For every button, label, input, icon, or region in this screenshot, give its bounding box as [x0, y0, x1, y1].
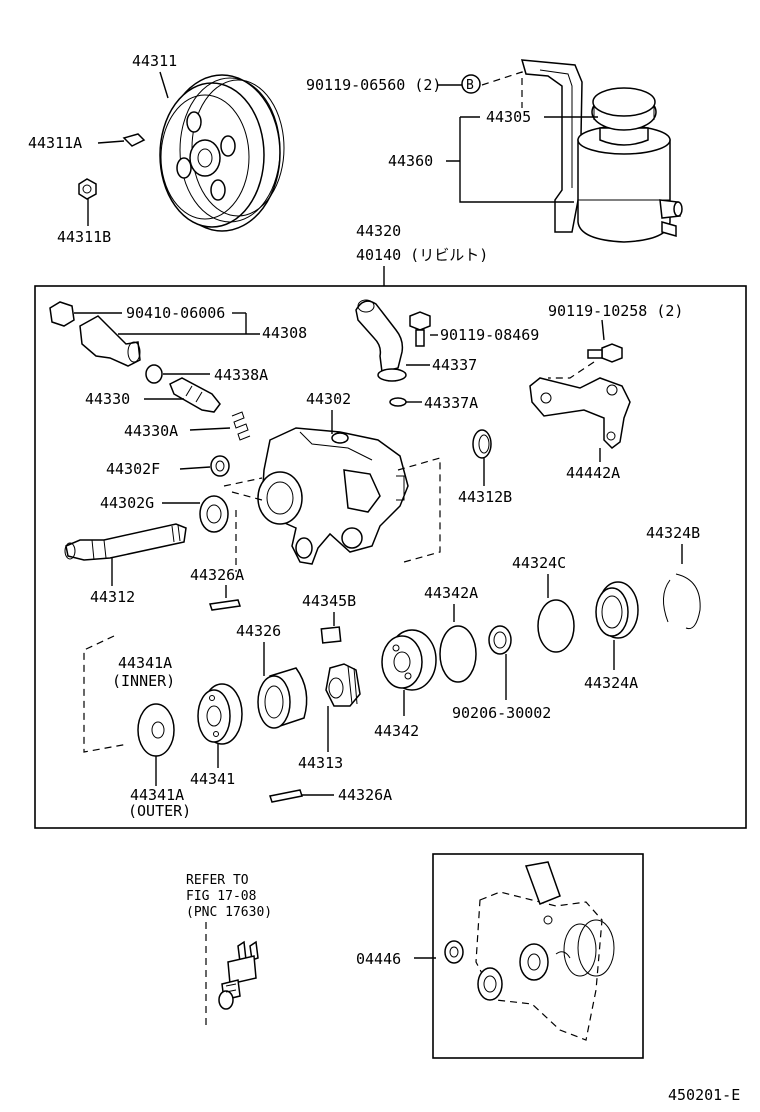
plate-44324a	[595, 581, 639, 639]
side-plate-44342	[381, 629, 437, 691]
label-90119-08469: 90119-08469	[440, 326, 539, 344]
o-ring-44324c	[537, 599, 575, 653]
bearing-44302g	[199, 495, 229, 533]
reservoir-44360	[577, 87, 683, 243]
gasket-kit-04446	[444, 861, 615, 1041]
bolt-90119-10258	[587, 343, 623, 363]
snap-ring-44324b	[663, 573, 701, 630]
label-44313: 44313	[298, 754, 343, 772]
refer-line-3: (PNC 17630)	[186, 905, 272, 920]
pressure-sensor	[218, 940, 259, 1010]
label-44342a: 44342A	[424, 584, 478, 602]
gasket-44341a	[137, 703, 175, 757]
vane-44345b	[320, 626, 342, 644]
label-44337a: 44337A	[424, 394, 478, 412]
label-44345b: 44345B	[302, 592, 356, 610]
reservoir-bracket	[520, 59, 583, 233]
nut-44311b	[78, 178, 97, 200]
o-ring-44337a	[389, 397, 407, 407]
label-44302g: 44302G	[100, 494, 154, 512]
label-44311: 44311	[132, 52, 177, 70]
label-44341a-inner: 44341A	[118, 654, 172, 672]
spring-44330a	[231, 411, 251, 441]
assembly-box-44320	[34, 285, 747, 829]
refer-line-1: REFER TO	[186, 873, 249, 888]
label-44341: 44341	[190, 770, 235, 788]
label-90119-06560: 90119-06560 (2)	[306, 76, 441, 94]
label-44341a-outer: 44341A	[130, 786, 184, 804]
key-44311a	[122, 133, 146, 147]
flow-valve-44330	[169, 377, 221, 413]
shaft-44312	[64, 523, 187, 561]
union-bolt-44308	[49, 301, 141, 367]
label-44337: 44337	[432, 356, 477, 374]
label-44342: 44342	[374, 722, 419, 740]
label-44442a: 44442A	[566, 464, 620, 482]
label-44320: 44320	[356, 222, 401, 240]
label-44324a: 44324A	[584, 674, 638, 692]
pin-44326a-top	[209, 599, 241, 611]
cam-ring-44326	[257, 667, 308, 729]
pin-44326a-bottom	[269, 789, 303, 803]
rear-plate-44341	[197, 683, 243, 745]
label-44311b: 44311B	[57, 228, 111, 246]
gasket-kit-box	[432, 853, 644, 1059]
label-90410-06006: 90410-06006	[126, 304, 225, 322]
ref-b-circle	[461, 74, 481, 94]
label-44302: 44302	[306, 390, 351, 408]
label-44308: 44308	[262, 324, 307, 342]
label-44326: 44326	[236, 622, 281, 640]
o-ring-44338a	[145, 364, 163, 384]
diagram-code: 450201-E	[668, 1086, 740, 1104]
ref-b-letter: B	[466, 78, 474, 93]
label-44330a: 44330A	[124, 422, 178, 440]
seal-44312b	[472, 429, 492, 459]
label-44311a: 44311A	[28, 134, 82, 152]
label-04446: 04446	[356, 950, 401, 968]
refer-line-2: FIG 17-08	[186, 889, 256, 904]
label-inner-note: (INNER)	[112, 672, 175, 690]
label-44324b: 44324B	[646, 524, 700, 542]
label-44324c: 44324C	[512, 554, 566, 572]
label-44326a-top: 44326A	[190, 566, 244, 584]
label-44360: 44360	[388, 152, 433, 170]
label-44312b: 44312B	[458, 488, 512, 506]
pulley-44311	[159, 74, 285, 232]
label-44326a-bottom: 44326A	[338, 786, 392, 804]
bracket-44442a	[529, 377, 631, 449]
label-44312: 44312	[90, 588, 135, 606]
label-outer-note: (OUTER)	[128, 802, 191, 820]
label-44338a: 44338A	[214, 366, 268, 384]
label-44330: 44330	[85, 390, 130, 408]
label-44302f: 44302F	[106, 460, 160, 478]
bolt-90119-08469	[409, 311, 431, 347]
label-44305: 44305	[486, 108, 531, 126]
o-ring-44342a	[439, 625, 477, 683]
label-90119-10258: 90119-10258 (2)	[548, 302, 683, 320]
label-40140: 40140 (リビルト)	[356, 246, 488, 264]
suction-port-44337	[355, 299, 407, 382]
plug-44302f	[210, 455, 230, 477]
rotor-44313	[325, 663, 361, 707]
snap-ring-90206-30002	[488, 625, 512, 655]
label-90206-30002: 90206-30002	[452, 704, 551, 722]
pump-housing-44302	[257, 427, 409, 565]
